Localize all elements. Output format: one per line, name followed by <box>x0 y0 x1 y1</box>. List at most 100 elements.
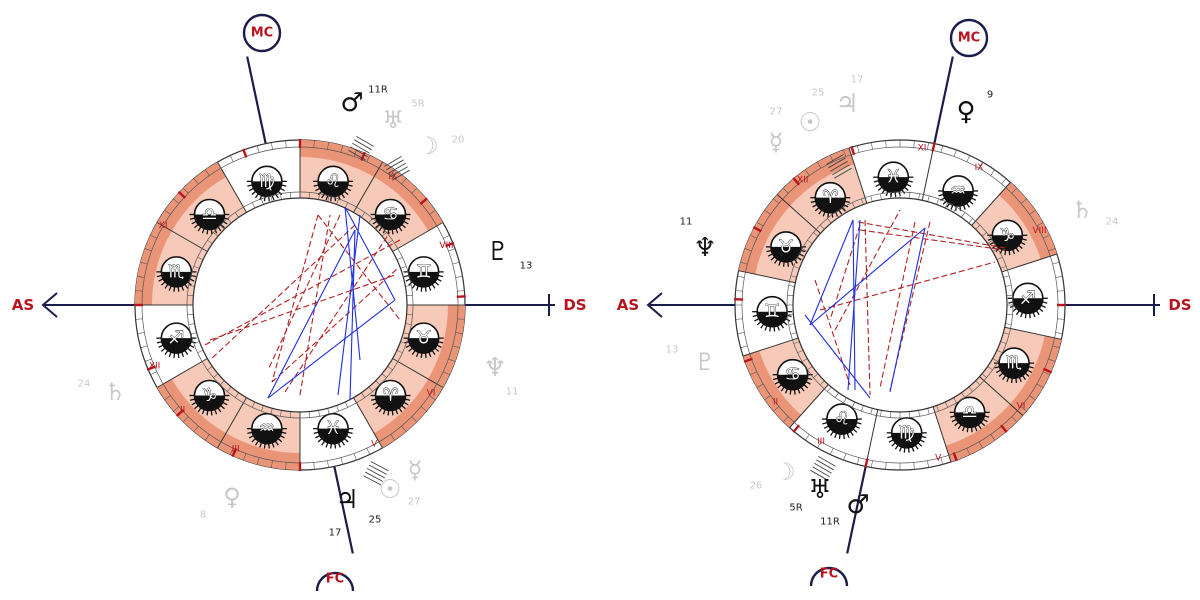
ray <box>814 207 820 212</box>
planet-neptune: ♆11 <box>680 217 717 264</box>
degree-tick <box>429 395 436 400</box>
sign-divider <box>865 409 879 467</box>
ray <box>404 217 411 220</box>
ray <box>194 404 199 410</box>
aries-icon: ♈ <box>810 181 851 218</box>
degree-tick-inner <box>187 294 194 296</box>
aspect-line-red <box>317 214 401 321</box>
ray <box>800 386 805 392</box>
tick-ring-inner <box>186 191 414 419</box>
ray <box>1015 377 1018 384</box>
ray <box>317 438 323 443</box>
medallion-half <box>375 395 406 411</box>
ray <box>431 350 436 355</box>
taurus-icon: ♉ <box>403 322 444 359</box>
sign-glyph-pisces: ♓ <box>325 418 341 439</box>
degree-tick <box>205 434 210 441</box>
ray <box>1042 301 1048 304</box>
house-label-iii: III <box>232 444 240 454</box>
jupiter-icon: ♃ <box>835 89 858 119</box>
ray <box>784 388 788 394</box>
sign-glyph-aries: ♈ <box>382 385 398 406</box>
planet-sun: ☉25 <box>798 88 824 139</box>
ray <box>854 425 860 429</box>
ray <box>391 410 394 416</box>
ray <box>277 190 283 196</box>
degree-tick-inner <box>870 195 873 202</box>
ray <box>404 398 411 401</box>
degree-tick <box>1048 358 1056 362</box>
planet-mars: ♂11R <box>820 490 870 528</box>
ray <box>438 341 444 344</box>
mars-degree-label: 11R <box>820 517 840 528</box>
ray <box>156 274 162 278</box>
tick-ring-inner <box>786 191 1014 419</box>
ray <box>330 443 332 449</box>
degree-tick <box>805 434 810 441</box>
degree-tick-inner <box>880 193 882 200</box>
medallion-half <box>954 412 985 428</box>
mars-degree-label: 11R <box>368 85 388 96</box>
ray <box>766 249 772 253</box>
degree-tick-inner <box>309 411 311 418</box>
ray <box>942 200 948 205</box>
ray <box>189 217 196 220</box>
ray <box>317 190 323 196</box>
degree-tick-inner <box>318 410 320 417</box>
ray <box>1032 312 1036 318</box>
planet-neptune: ♆11 <box>483 353 518 398</box>
mc-label: MC <box>251 26 273 41</box>
ray <box>777 384 782 389</box>
sign-band <box>157 162 226 231</box>
degree-tick-inner <box>405 323 412 325</box>
degree-tick-inner <box>975 380 981 386</box>
aspect-line-red <box>209 274 396 341</box>
ray <box>1028 313 1031 319</box>
ray <box>798 253 804 257</box>
sign-sector-sagittarius: ♐ <box>1001 253 1058 319</box>
house-cusp-marker <box>792 424 801 433</box>
aspect-line-red <box>267 214 341 371</box>
degree-tick-inner <box>387 366 393 371</box>
sign-sector-scorpio: ♏ <box>135 222 208 306</box>
aspect-line-red <box>857 221 1006 249</box>
degree-tick-inner <box>289 192 291 199</box>
ray <box>971 197 977 201</box>
ray <box>177 352 180 359</box>
ray <box>962 426 966 432</box>
sign-sector-leo: ♌ <box>821 403 879 467</box>
sign-sector-cancer: ♋ <box>743 338 829 428</box>
degree-tick <box>857 457 860 465</box>
aspect-line-blue <box>267 229 356 399</box>
stack-line <box>832 164 850 176</box>
sun-icon: ☉ <box>798 108 821 138</box>
degree-tick-inner <box>927 408 930 415</box>
degree-tick <box>750 371 757 376</box>
degree-tick-inner <box>790 332 797 335</box>
aquarius-icon: ♒ <box>938 175 979 211</box>
degree-tick-inner <box>392 358 399 362</box>
sign-divider <box>217 161 247 213</box>
stack-line <box>386 159 404 171</box>
degree-tick-inner <box>819 380 825 386</box>
degree-tick <box>366 155 371 162</box>
ray <box>158 278 164 282</box>
degree-tick <box>448 358 456 362</box>
sign-divider <box>848 147 868 204</box>
degree-tick <box>885 140 887 148</box>
ray <box>1010 377 1013 384</box>
mars-icon: ♂ <box>340 88 363 118</box>
ray <box>994 366 1000 369</box>
degree-tick-inner <box>188 285 195 287</box>
aquarius-icon: ♒ <box>246 412 287 449</box>
ray <box>222 401 228 406</box>
leo-icon: ♌ <box>313 165 354 202</box>
ray <box>164 350 169 355</box>
as-label: AS <box>12 296 34 314</box>
degree-tick-inner <box>327 408 330 415</box>
ray <box>752 314 758 318</box>
mc-axis-line <box>933 56 954 144</box>
degree-tick <box>913 462 915 470</box>
as-label: AS <box>617 296 639 314</box>
ray <box>1009 304 1015 309</box>
